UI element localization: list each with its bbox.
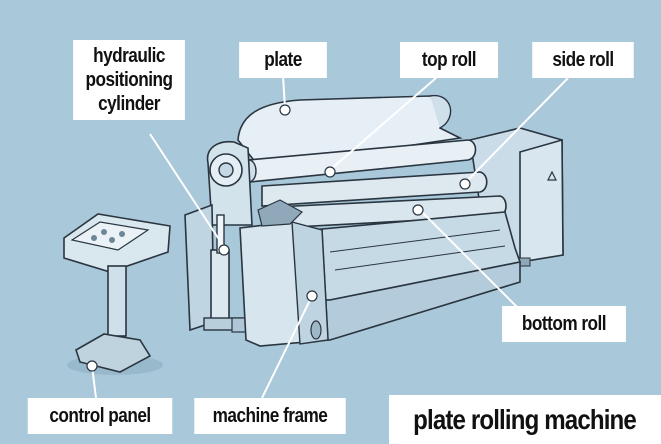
leader-dot-top-roll xyxy=(324,166,336,178)
leader-dot-machine-frame xyxy=(306,290,318,302)
roll-bearing-hub xyxy=(218,162,234,178)
warning-icon xyxy=(547,170,557,181)
leader-lines xyxy=(91,75,569,399)
top-roll xyxy=(247,139,477,183)
leader-dot-bottom-roll xyxy=(412,204,424,216)
leader-machine-frame xyxy=(261,295,313,399)
label-hydraulic-line3: cylinder xyxy=(98,93,160,115)
control-button xyxy=(119,231,125,237)
control-button xyxy=(109,237,115,243)
leader-plate xyxy=(282,75,286,109)
leader-hydraulic xyxy=(149,133,225,248)
label-machine-frame: machine frame xyxy=(194,398,346,434)
hydraulic-cylinder xyxy=(210,249,230,321)
control-panel-face xyxy=(70,221,150,251)
label-bottom-roll: bottom roll xyxy=(502,306,626,342)
leader-dots xyxy=(86,104,471,372)
leader-dot-side-roll xyxy=(459,178,471,190)
control-button xyxy=(91,235,97,241)
leader-bottom-roll xyxy=(419,209,523,313)
label-side-roll: side roll xyxy=(532,42,634,78)
right-cabinet xyxy=(519,138,564,263)
base-detail-line xyxy=(334,245,506,271)
plate-curl xyxy=(429,95,452,129)
diagram-title-text: plate rolling machine xyxy=(413,404,638,435)
side-roll xyxy=(261,171,488,207)
label-hydraulic-positioning-cylinder: hydraulic positioning cylinder xyxy=(73,40,185,120)
label-control-panel: control panel xyxy=(27,398,173,434)
control-button xyxy=(101,229,107,235)
label-hydraulic-line2: positioning xyxy=(85,69,174,91)
diagram-title: plate rolling machine xyxy=(389,395,661,444)
frame-bolt xyxy=(310,320,322,340)
label-plate: plate xyxy=(239,42,327,78)
label-top-roll: top roll xyxy=(399,42,499,78)
machine-frame-side xyxy=(291,221,329,345)
leader-dot-hydraulic xyxy=(218,244,230,256)
control-panel-pedestal xyxy=(107,265,127,337)
leader-dot-control-panel xyxy=(86,360,98,372)
base-detail-line xyxy=(329,229,501,253)
leader-side-roll xyxy=(465,77,569,183)
label-hydraulic-line1: hydraulic xyxy=(93,45,165,67)
leader-top-roll xyxy=(329,77,437,171)
frame-top-block xyxy=(257,199,303,227)
leader-dot-plate xyxy=(279,104,291,116)
